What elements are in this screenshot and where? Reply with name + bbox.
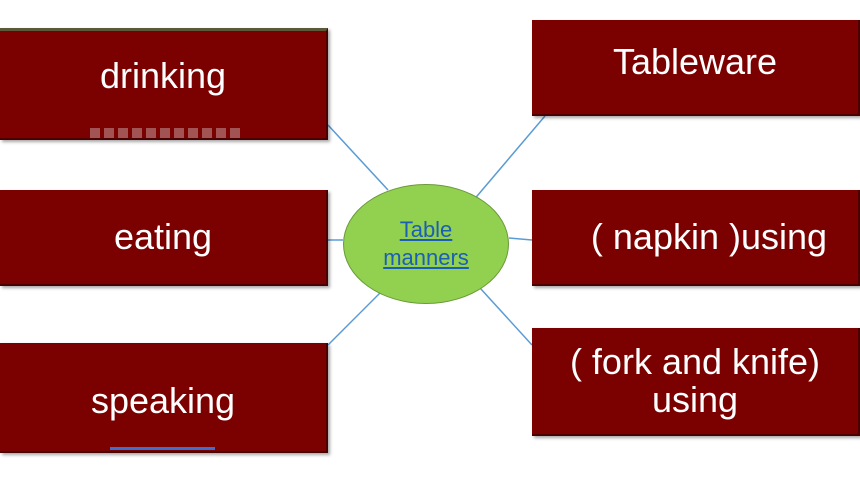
center-label-line2: manners xyxy=(383,245,469,270)
node-speaking-label: speaking xyxy=(90,380,236,421)
node-fork-label-line2: using xyxy=(651,379,739,420)
node-eating: eating xyxy=(0,190,328,286)
node-tableware: Tableware xyxy=(532,20,860,116)
node-tableware-label: Tableware xyxy=(612,41,778,82)
center-ellipse: Table manners xyxy=(343,184,509,304)
node-fork-label-line1: ( fork and knife) xyxy=(569,341,821,382)
node-speaking: speaking xyxy=(0,343,328,453)
node-eating-label: eating xyxy=(113,216,213,257)
connector-fork xyxy=(479,287,533,346)
stray-text-fragment xyxy=(90,128,240,138)
stray-underline xyxy=(110,447,215,450)
connector-tableware xyxy=(471,115,546,203)
connector-drinking xyxy=(327,124,389,191)
node-drinking-label: drinking xyxy=(99,54,227,96)
connector-speaking xyxy=(327,287,386,346)
node-napkin-label: ( napkin )using xyxy=(590,216,828,257)
node-drinking: drinking xyxy=(0,28,328,140)
connector-napkin xyxy=(508,237,533,241)
node-fork-and-knife: ( fork and knife) using xyxy=(532,328,860,436)
node-napkin: ( napkin )using xyxy=(532,190,860,286)
center-label-line1: Table xyxy=(399,217,453,242)
table-manners-link[interactable]: Table manners xyxy=(383,216,469,272)
